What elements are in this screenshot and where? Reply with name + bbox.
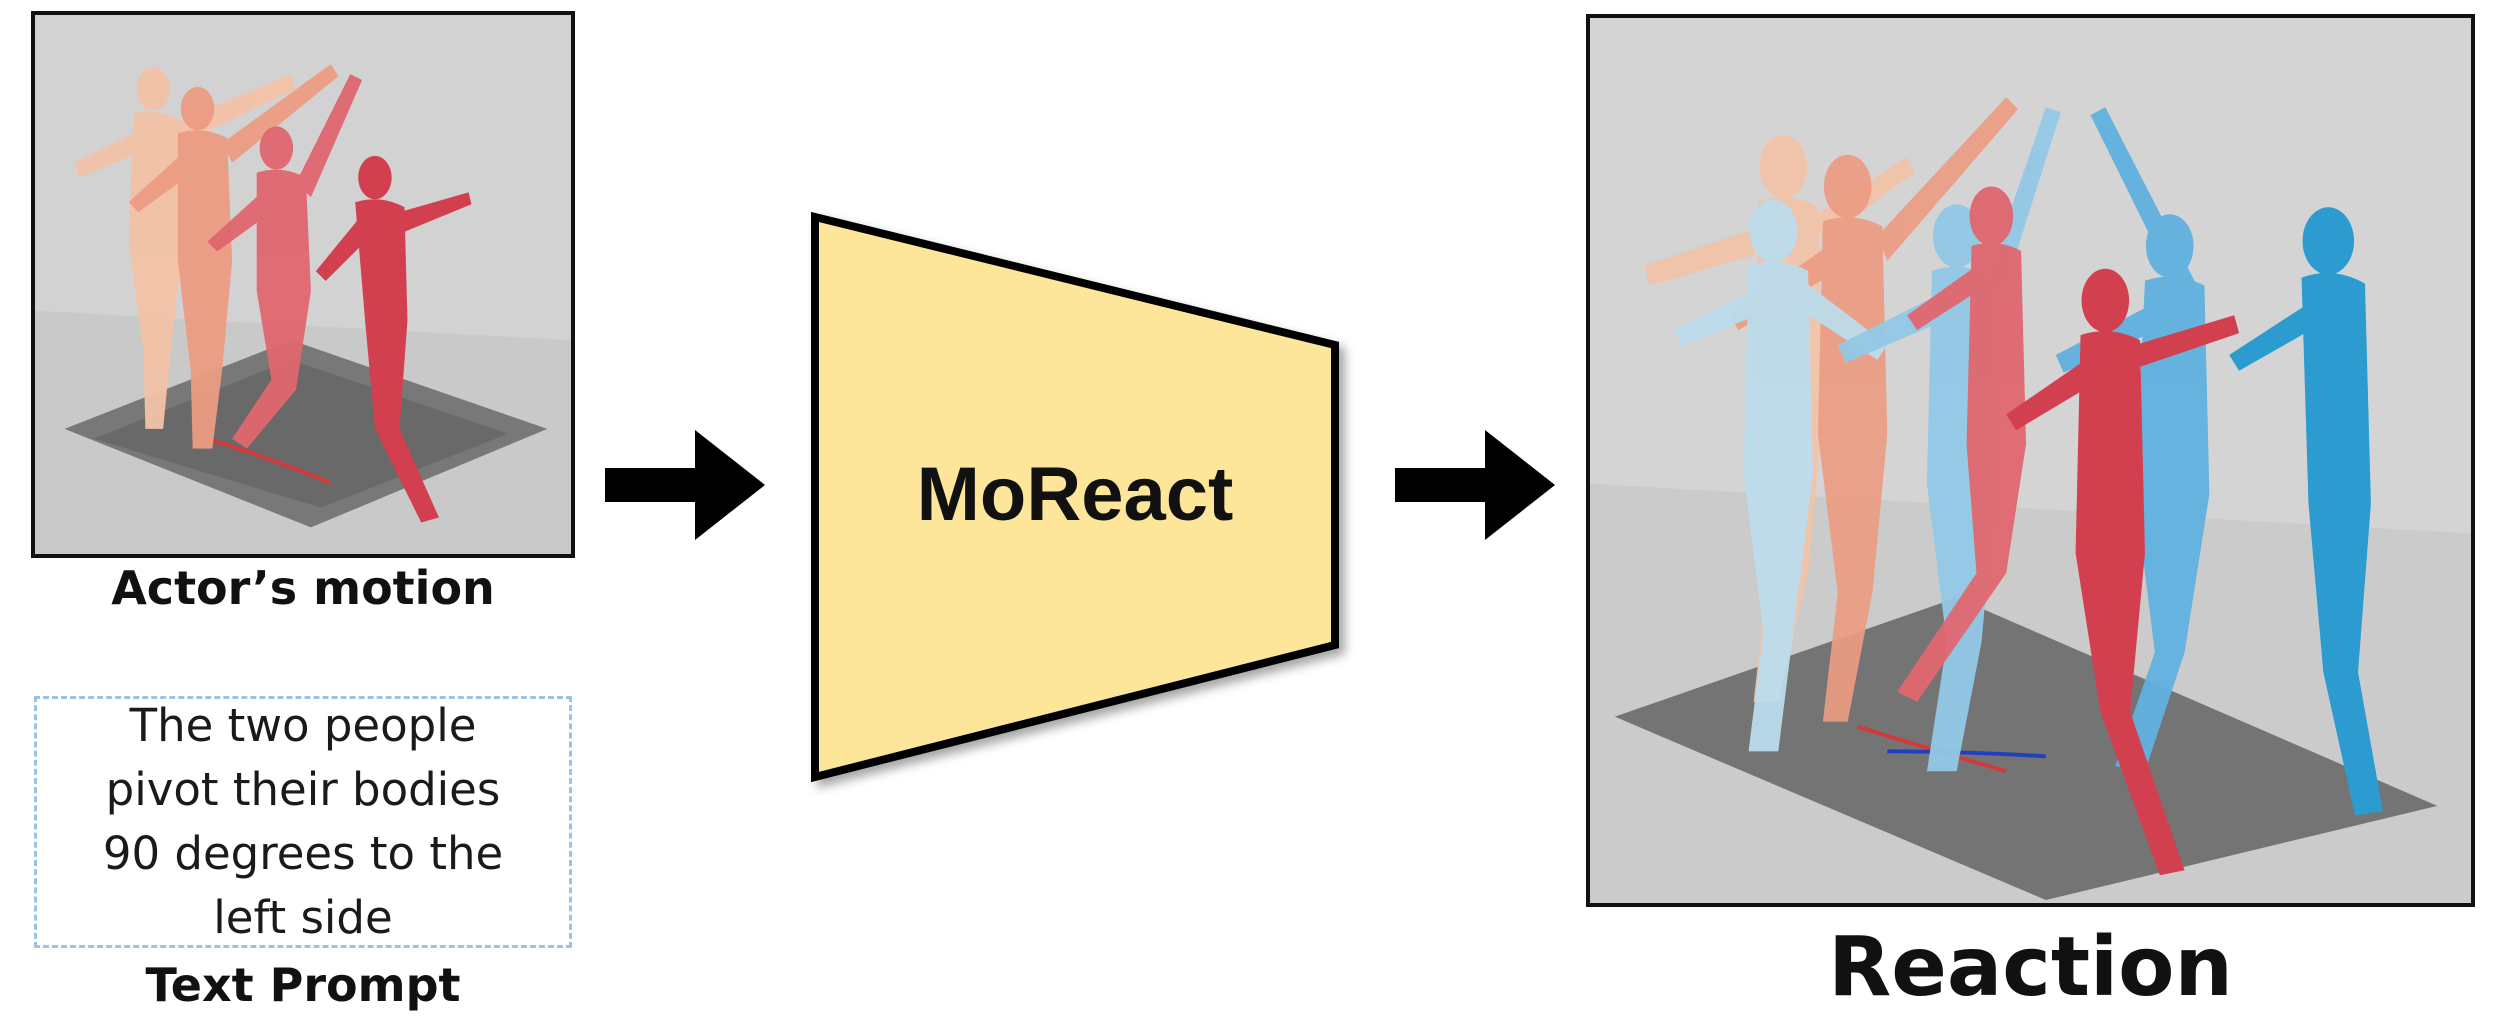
text-prompt: The two people pivot their bodies 90 deg… <box>102 699 504 944</box>
reaction-image <box>1586 14 2475 907</box>
actor-motion-caption: Actor’s motion <box>111 561 495 615</box>
arrow-right-icon <box>1395 430 1555 540</box>
moreact-model-block <box>811 211 1339 783</box>
reaction-render <box>1590 18 2471 903</box>
actor-motion-render <box>35 15 571 554</box>
arrow-right-icon <box>605 430 765 540</box>
moreact-label: MoReact <box>916 452 1234 537</box>
text-prompt-caption: Text Prompt <box>145 958 461 1012</box>
reaction-caption: Reaction <box>1828 920 2233 1015</box>
text-prompt-box: The two people pivot their bodies 90 deg… <box>34 696 572 948</box>
actor-motion-image <box>31 11 575 558</box>
